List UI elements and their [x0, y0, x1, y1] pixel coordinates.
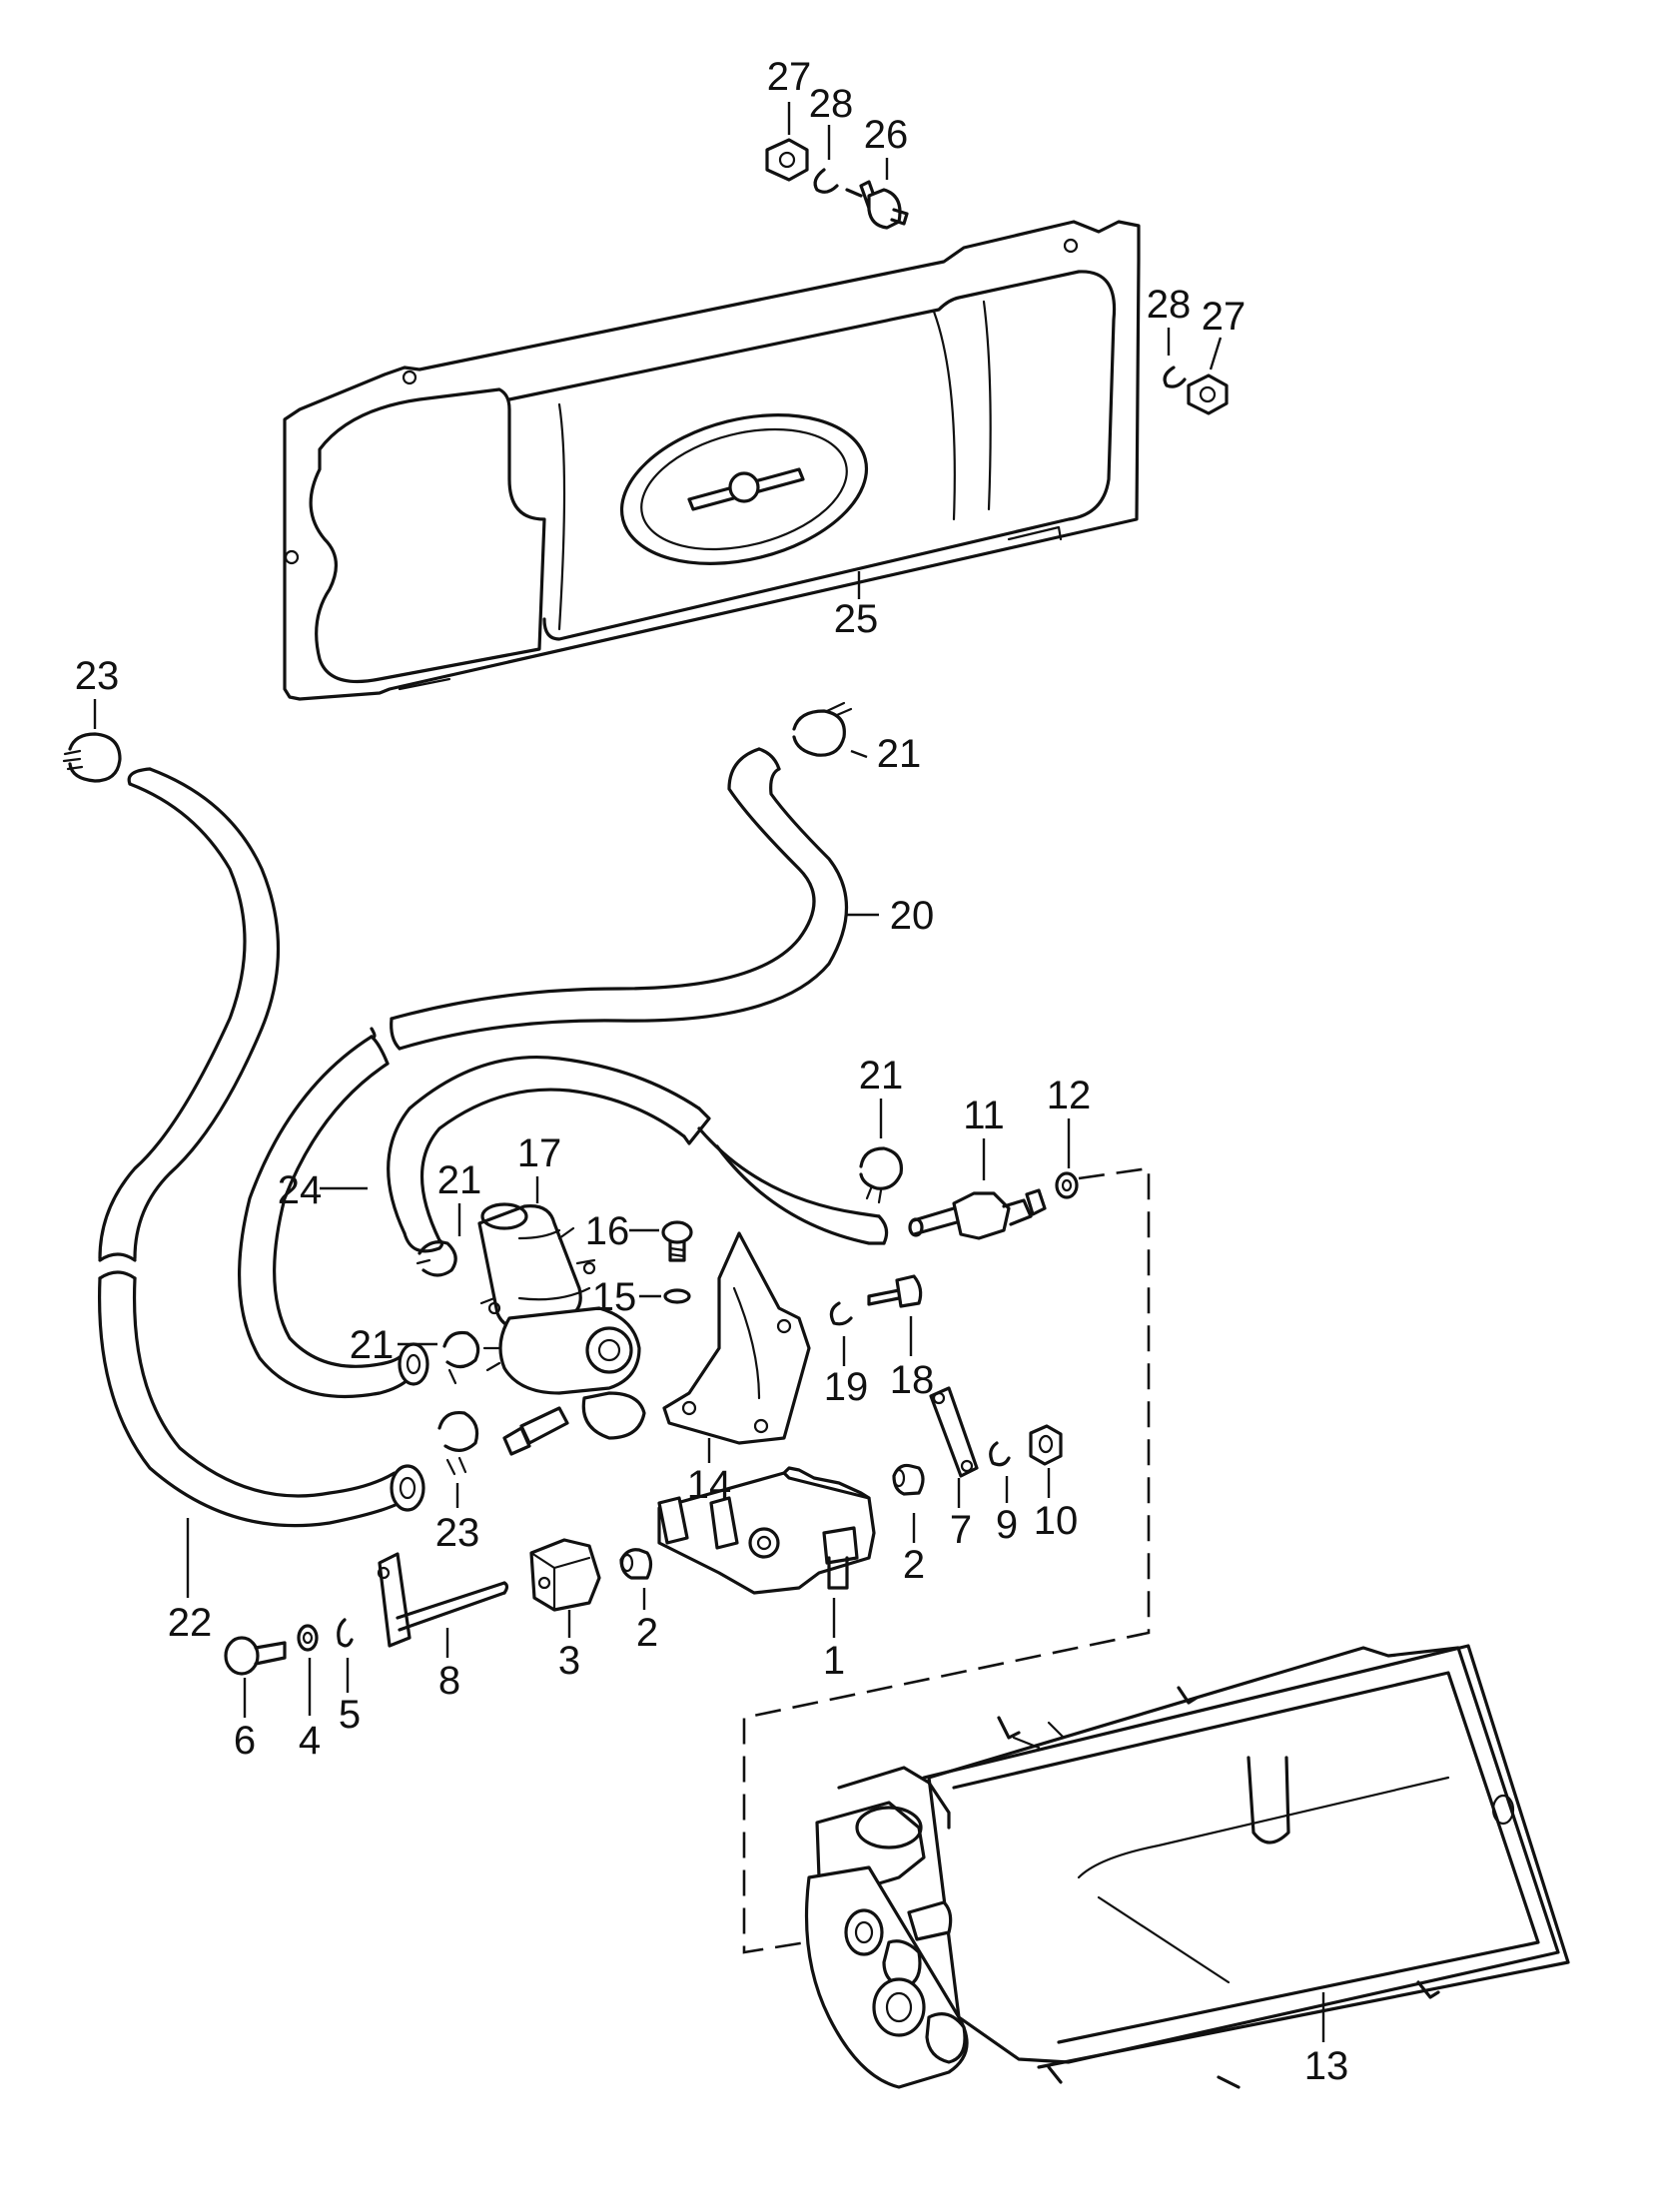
callout-7: 7 [950, 1508, 972, 1552]
callout-23-top: 23 [75, 654, 120, 698]
callout-2-right: 2 [903, 1543, 925, 1587]
callout-6: 6 [234, 1719, 256, 1763]
part-13-air-cleaner-housing [804, 1644, 1570, 2089]
callout-28-right: 28 [1147, 283, 1192, 327]
part-22-hose [98, 767, 425, 1528]
callout-28-top: 28 [809, 82, 854, 126]
part-28-washer-top [813, 168, 839, 194]
part-28-washer-right [1163, 366, 1187, 388]
callout-23-lower: 23 [435, 1511, 480, 1555]
part-21-clamp-middle [442, 1330, 480, 1385]
part-2-grommet-left [619, 1548, 653, 1580]
callout-11: 11 [963, 1094, 1005, 1137]
callout-9: 9 [996, 1503, 1018, 1547]
part-19-lock-washer [829, 1301, 853, 1326]
part-10-nut [1029, 1424, 1063, 1466]
part-14-bracket [662, 1231, 811, 1445]
part-26-stud-mount [845, 180, 909, 230]
callout-13: 13 [1304, 2044, 1349, 2088]
callout-27-right: 27 [1202, 295, 1247, 339]
part-5-lock-washer [337, 1618, 354, 1648]
callout-21-pump: 21 [437, 1158, 482, 1202]
callout-22: 22 [168, 1601, 213, 1645]
assembly-dashed-line [742, 1166, 1151, 1954]
part-9-lock-washer [989, 1441, 1011, 1467]
part-23-hose-clamp-top [62, 732, 122, 783]
part-17-pump-assembly [477, 1202, 646, 1456]
part-6-bolt [224, 1636, 287, 1676]
callout-14: 14 [687, 1463, 732, 1507]
part-24-hose [238, 1027, 711, 1399]
callout-12: 12 [1047, 1074, 1092, 1117]
callout-26: 26 [864, 113, 909, 157]
part-2-grommet-right [892, 1463, 925, 1496]
part-21-clamp-right [859, 1146, 903, 1204]
callout-2-left: 2 [636, 1611, 658, 1655]
callout-17: 17 [517, 1131, 562, 1175]
part-11-valve-fitting [908, 1188, 1047, 1240]
callout-5: 5 [339, 1693, 361, 1737]
callout-10: 10 [1034, 1499, 1079, 1543]
part-1-base-plate [657, 1466, 876, 1595]
part-27-nut-right [1187, 373, 1229, 415]
part-25-tank-cover [283, 220, 1141, 701]
part-20-hose [390, 747, 889, 1245]
callout-16: 16 [585, 1209, 630, 1253]
callout-3: 3 [558, 1639, 580, 1683]
part-12-washer [1055, 1171, 1079, 1199]
part-4-washer [297, 1624, 319, 1652]
part-3-rubber-block [529, 1538, 601, 1612]
callout-21-top: 21 [877, 732, 922, 776]
callout-19: 19 [824, 1365, 869, 1409]
callout-21-left: 21 [350, 1323, 395, 1367]
part-8-pivot-pin [377, 1552, 509, 1648]
callout-24: 24 [278, 1168, 323, 1212]
part-23-clamp-lower [437, 1410, 479, 1476]
part-27-nut-top [765, 138, 809, 182]
callout-8: 8 [438, 1659, 460, 1703]
callout-27-top: 27 [767, 55, 812, 99]
part-18-bolt [867, 1274, 923, 1308]
callout-1: 1 [823, 1639, 845, 1683]
callout-4: 4 [299, 1719, 321, 1763]
callout-18: 18 [890, 1358, 935, 1402]
part-16-screw [661, 1220, 693, 1262]
callout-15: 15 [592, 1275, 637, 1319]
callout-21-right: 21 [859, 1054, 904, 1098]
part-15-washer [663, 1288, 691, 1304]
callout-20: 20 [890, 894, 935, 938]
callout-25: 25 [834, 597, 879, 641]
part-21-hose-clamp-top [792, 701, 853, 757]
part-21-clamp-upper [416, 1240, 457, 1277]
part-7-link-rod [929, 1386, 979, 1478]
